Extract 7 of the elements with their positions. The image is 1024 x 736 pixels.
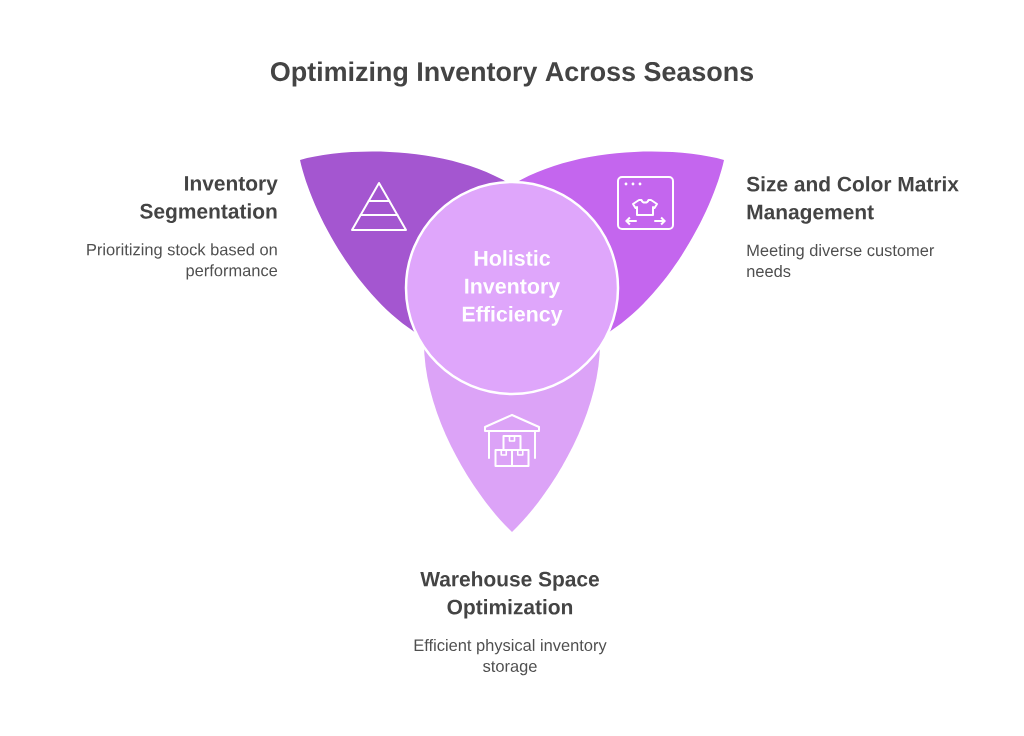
description: Meeting diverse customer needs (747, 244, 935, 278)
heading: Size and Color Matrix Management (746, 176, 959, 224)
heading: Warehouse Space Optimization (420, 571, 599, 619)
title: Optimizing Inventory Across Seasons (270, 61, 754, 87)
description: Efficient physical inventory storage (414, 639, 607, 676)
heading: Inventory Segmentation (140, 176, 278, 223)
description: Prioritizing stock based on performance (87, 243, 278, 280)
